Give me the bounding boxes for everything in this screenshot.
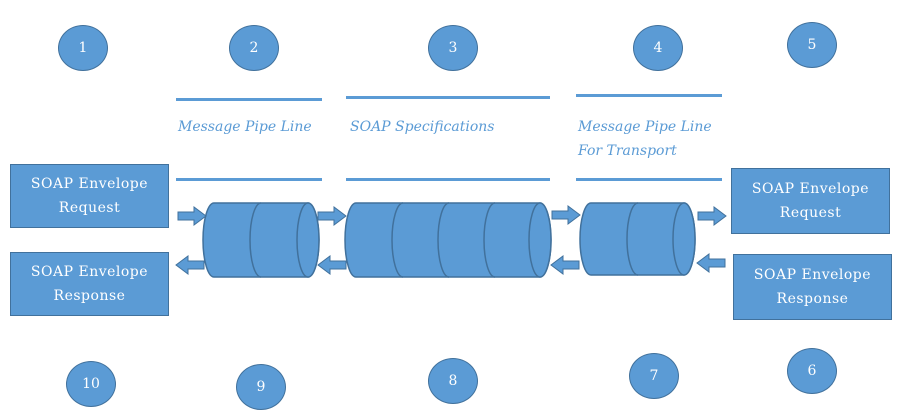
arrow-right-3 — [551, 205, 581, 225]
right-response-subtitle: Response — [776, 291, 849, 307]
step-8-number: 8 — [448, 373, 458, 389]
step-1-circle: 1 — [58, 25, 108, 71]
transport-pipe-line-text-2: For Transport — [578, 143, 677, 159]
step-3-circle: 3 — [428, 25, 478, 71]
step-2-circle: 2 — [229, 25, 279, 71]
right-soap-envelope-request-box: SOAP Envelope Request — [731, 168, 890, 234]
step-7-circle: 7 — [629, 353, 679, 399]
transport-pipe-line-label: Message Pipe Line For Transport — [578, 115, 712, 163]
right-response-title: SOAP Envelope — [753, 267, 872, 283]
step-6-circle: 6 — [787, 348, 837, 394]
arrow-left-2 — [317, 255, 347, 275]
left-request-subtitle: Request — [58, 200, 121, 216]
pipe2-bottom-rule — [576, 178, 722, 181]
right-request-subtitle: Request — [779, 205, 842, 221]
left-response-title: SOAP Envelope — [30, 264, 149, 280]
right-request-title: SOAP Envelope — [751, 181, 870, 197]
pipe2-top-rule — [576, 94, 722, 97]
message-pipe-cylinder — [202, 202, 320, 278]
transport-pipe-cylinder — [579, 202, 696, 276]
step-3-number: 3 — [448, 40, 458, 56]
step-5-number: 5 — [807, 37, 817, 53]
step-1-number: 1 — [78, 40, 88, 56]
step-8-circle: 8 — [428, 358, 478, 404]
arrow-right-1 — [177, 206, 207, 226]
right-soap-envelope-response-box: SOAP Envelope Response — [733, 254, 892, 320]
soap-bottom-rule — [346, 178, 550, 181]
message-pipe-line-text: Message Pipe Line — [178, 119, 312, 135]
left-response-subtitle: Response — [53, 288, 126, 304]
soap-specifications-text: SOAP Specifications — [350, 119, 495, 135]
step-10-number: 10 — [82, 376, 100, 392]
soap-specifications-cylinder — [344, 202, 552, 278]
step-9-circle: 9 — [236, 364, 286, 410]
step-9-number: 9 — [256, 379, 266, 395]
soap-specifications-label: SOAP Specifications — [350, 115, 494, 139]
arrow-right-4 — [697, 206, 727, 226]
transport-pipe-line-text-1: Message Pipe Line — [578, 119, 712, 135]
step-4-number: 4 — [653, 40, 663, 56]
pipe1-top-rule — [176, 98, 322, 101]
pipe1-bottom-rule — [176, 178, 322, 181]
arrow-left-1 — [175, 255, 205, 275]
left-soap-envelope-response-box: SOAP Envelope Response — [10, 252, 169, 316]
step-5-circle: 5 — [787, 22, 837, 68]
step-4-circle: 4 — [633, 25, 683, 71]
step-2-number: 2 — [249, 40, 259, 56]
left-soap-envelope-request-box: SOAP Envelope Request — [10, 164, 169, 228]
arrow-right-2 — [317, 206, 347, 226]
message-pipe-line-label: Message Pipe Line — [178, 115, 312, 139]
soap-top-rule — [346, 96, 550, 99]
left-request-title: SOAP Envelope — [30, 176, 149, 192]
step-7-number: 7 — [649, 368, 659, 384]
step-10-circle: 10 — [66, 361, 116, 407]
arrow-left-3 — [550, 255, 580, 275]
arrow-left-4 — [696, 253, 726, 273]
step-6-number: 6 — [807, 363, 817, 379]
